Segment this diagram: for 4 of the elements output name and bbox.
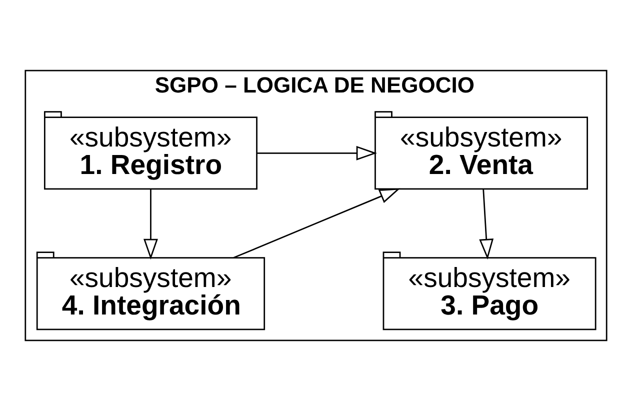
arrow [144, 188, 158, 260]
arrow [479, 188, 494, 260]
arrow [233, 188, 400, 258]
arrow [257, 145, 378, 160]
